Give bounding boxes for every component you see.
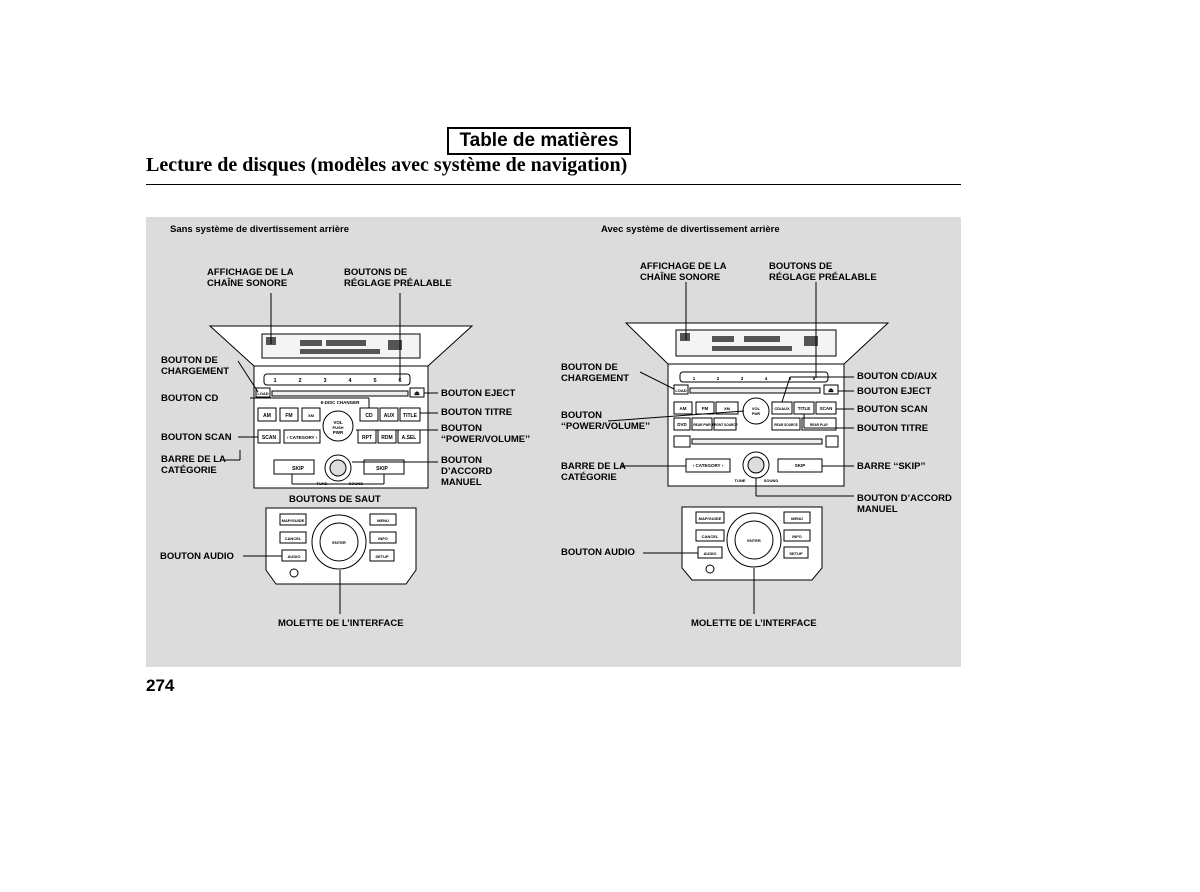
- right-label-audio: BOUTON AUDIO: [561, 547, 635, 558]
- left-label-molette: MOLETTE DE L’INTERFACE: [278, 618, 404, 629]
- left-label-saut: BOUTONS DE SAUT: [289, 494, 381, 505]
- r-am-button[interactable]: AM: [680, 406, 687, 411]
- right-label-affichage: AFFICHAGE DE LA CHAÎNE SONORE: [640, 261, 727, 283]
- r-scan-button[interactable]: SCAN: [820, 406, 833, 411]
- r-enter-button[interactable]: ENTER: [747, 538, 761, 543]
- r-pwr-label: PWR: [752, 412, 761, 416]
- left-subtitle: Sans système de divertissement arrière: [170, 224, 350, 235]
- right-label-skip: BARRE ‘‘SKIP’’: [857, 461, 926, 472]
- page-title: Lecture de disques (modèles avec système…: [146, 154, 628, 176]
- rpt-button[interactable]: RPT: [362, 435, 372, 441]
- title-button[interactable]: TITLE: [403, 413, 418, 419]
- r-sound-label: SOUND: [764, 478, 779, 483]
- page-number: 274: [146, 676, 175, 695]
- r-preset-1-label[interactable]: 1: [693, 376, 696, 381]
- r-vol-label: VOL: [752, 406, 761, 411]
- preset-2-label[interactable]: 2: [298, 378, 301, 384]
- preset-3-label[interactable]: 3: [323, 378, 326, 384]
- r-xm-button[interactable]: XM: [724, 406, 731, 411]
- skip-forward-button[interactable]: SKIP: [376, 466, 388, 472]
- fm-button[interactable]: FM: [285, 413, 292, 419]
- pwr-label: PWR: [333, 430, 344, 435]
- right-label-chargement: BOUTON DE CHARGEMENT: [561, 362, 630, 384]
- r-title-button[interactable]: TITLE: [798, 406, 811, 411]
- right-label-molette: MOLETTE DE L’INTERFACE: [691, 618, 817, 629]
- right-label-titre: BOUTON TITRE: [857, 423, 929, 434]
- vol-label: VOL: [333, 420, 343, 425]
- r-skip-bar[interactable]: SKIP: [795, 463, 806, 468]
- right-label-cdaux: BOUTON CD/AUX: [857, 371, 938, 382]
- left-label-barre: BARRE DE LA CATÉGORIE: [161, 454, 226, 476]
- r-cancel-button[interactable]: CANCEL: [702, 534, 719, 539]
- eject-icon[interactable]: ⏏: [414, 391, 420, 397]
- r-rear-pwr-button[interactable]: REAR PWR: [693, 423, 711, 427]
- left-label-titre: BOUTON TITRE: [441, 407, 513, 418]
- left-label-audio: BOUTON AUDIO: [160, 551, 234, 562]
- r-rear-play-button[interactable]: REAR PLAY: [810, 423, 829, 427]
- left-label-power: BOUTON ‘‘POWER/VOLUME’’: [441, 423, 531, 445]
- r-load-button[interactable]: LOAD: [675, 388, 686, 393]
- right-label-accord: BOUTON D’ACCORD MANUEL: [857, 493, 952, 515]
- right-label-prealable: BOUTONS DE RÉGLAGE PRÉALABLE: [769, 261, 877, 283]
- r-map-guide-button[interactable]: MAP/GUIDE: [699, 516, 722, 521]
- right-label-barre: BARRE DE LA CATÉGORIE: [561, 461, 626, 483]
- cancel-button[interactable]: CANCEL: [285, 536, 302, 541]
- asel-button[interactable]: A.SEL: [402, 435, 417, 441]
- preset-4-label[interactable]: 4: [348, 378, 352, 384]
- left-label-affichage: AFFICHAGE DE LA CHAÎNE SONORE: [207, 267, 294, 289]
- push-label: PUSH: [332, 425, 343, 430]
- title-rule: [146, 184, 961, 185]
- right-label-eject: BOUTON EJECT: [857, 386, 932, 397]
- r-cdaux-button[interactable]: CD/AUX: [774, 406, 790, 411]
- left-label-prealable: BOUTONS DE RÉGLAGE PRÉALABLE: [344, 267, 452, 289]
- changer-label: 6-DISC CHANGER: [321, 400, 361, 405]
- map-guide-button[interactable]: MAP/GUIDE: [282, 518, 305, 523]
- xm-button[interactable]: XM: [308, 413, 315, 418]
- r-tune-label: TUNE: [735, 478, 746, 483]
- menu-button[interactable]: MENU: [377, 518, 389, 523]
- r-setup-button[interactable]: SETUP: [789, 551, 803, 556]
- cd-button[interactable]: CD: [365, 413, 373, 419]
- r-rear-source-button[interactable]: REAR SOURCE: [774, 423, 798, 427]
- r-info-button[interactable]: INFO: [792, 534, 802, 539]
- r-audio-button[interactable]: AUDIO: [704, 551, 717, 556]
- category-bar[interactable]: ‹ CATEGORY ›: [287, 435, 318, 440]
- r-preset-6-label[interactable]: 6: [813, 376, 816, 381]
- r-preset-5-label[interactable]: 5: [789, 376, 792, 381]
- right-label-scan: BOUTON SCAN: [857, 404, 928, 415]
- audio-button[interactable]: AUDIO: [288, 554, 301, 559]
- r-menu-button[interactable]: MENU: [791, 516, 803, 521]
- rdm-button[interactable]: RDM: [381, 435, 392, 441]
- r-preset-4-label[interactable]: 4: [765, 376, 768, 381]
- r-eject-icon[interactable]: ⏏: [828, 388, 834, 394]
- left-label-cd: BOUTON CD: [161, 393, 219, 404]
- right-label-power: BOUTON ‘‘POWER/VOLUME’’: [561, 410, 651, 432]
- r-dvd-button[interactable]: DVD: [677, 422, 687, 427]
- r-front-source-button[interactable]: FRONT SOURCE: [712, 423, 738, 427]
- left-label-chargement: BOUTON DE CHARGEMENT: [161, 355, 230, 377]
- scan-button[interactable]: SCAN: [262, 435, 277, 441]
- left-label-accord: BOUTON D’ACCORD MANUEL: [441, 455, 493, 488]
- preset-6-label[interactable]: 6: [398, 378, 401, 384]
- right-subtitle: Avec système de divertissement arrière: [601, 224, 780, 235]
- aux-button[interactable]: AUX: [384, 413, 395, 419]
- am-button[interactable]: AM: [263, 413, 271, 419]
- r-category-bar[interactable]: ‹ CATEGORY ›: [693, 463, 724, 468]
- left-label-eject: BOUTON EJECT: [441, 388, 516, 399]
- left-label-scan: BOUTON SCAN: [161, 432, 232, 443]
- r-preset-3-label[interactable]: 3: [741, 376, 744, 381]
- r-preset-2-label[interactable]: 2: [717, 376, 720, 381]
- r-fm-button[interactable]: FM: [702, 406, 709, 411]
- table-of-contents-link[interactable]: Table de matières: [447, 127, 631, 155]
- preset-1-label[interactable]: 1: [273, 378, 276, 384]
- enter-button[interactable]: ENTER: [332, 540, 346, 545]
- skip-back-button[interactable]: SKIP: [292, 466, 304, 472]
- preset-5-label[interactable]: 5: [373, 378, 376, 384]
- info-button[interactable]: INFO: [378, 536, 388, 541]
- load-button[interactable]: LOAD: [257, 391, 268, 396]
- setup-button[interactable]: SETUP: [375, 554, 389, 559]
